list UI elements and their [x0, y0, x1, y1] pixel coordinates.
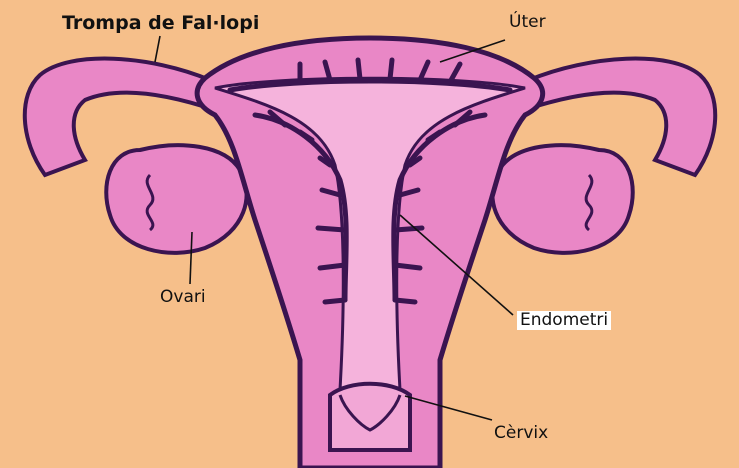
- right-ovary: [492, 145, 632, 253]
- fallopian-tube-label: Trompa de Fal·lopi: [62, 14, 259, 33]
- cervix-label: Cèrvix: [494, 425, 548, 442]
- cervix-canal: [330, 384, 410, 450]
- left-ovary: [106, 145, 246, 253]
- uterus-label: Úter: [509, 14, 546, 31]
- endometrium-label: Endometri: [517, 311, 611, 330]
- ovary-label: Ovari: [160, 289, 206, 306]
